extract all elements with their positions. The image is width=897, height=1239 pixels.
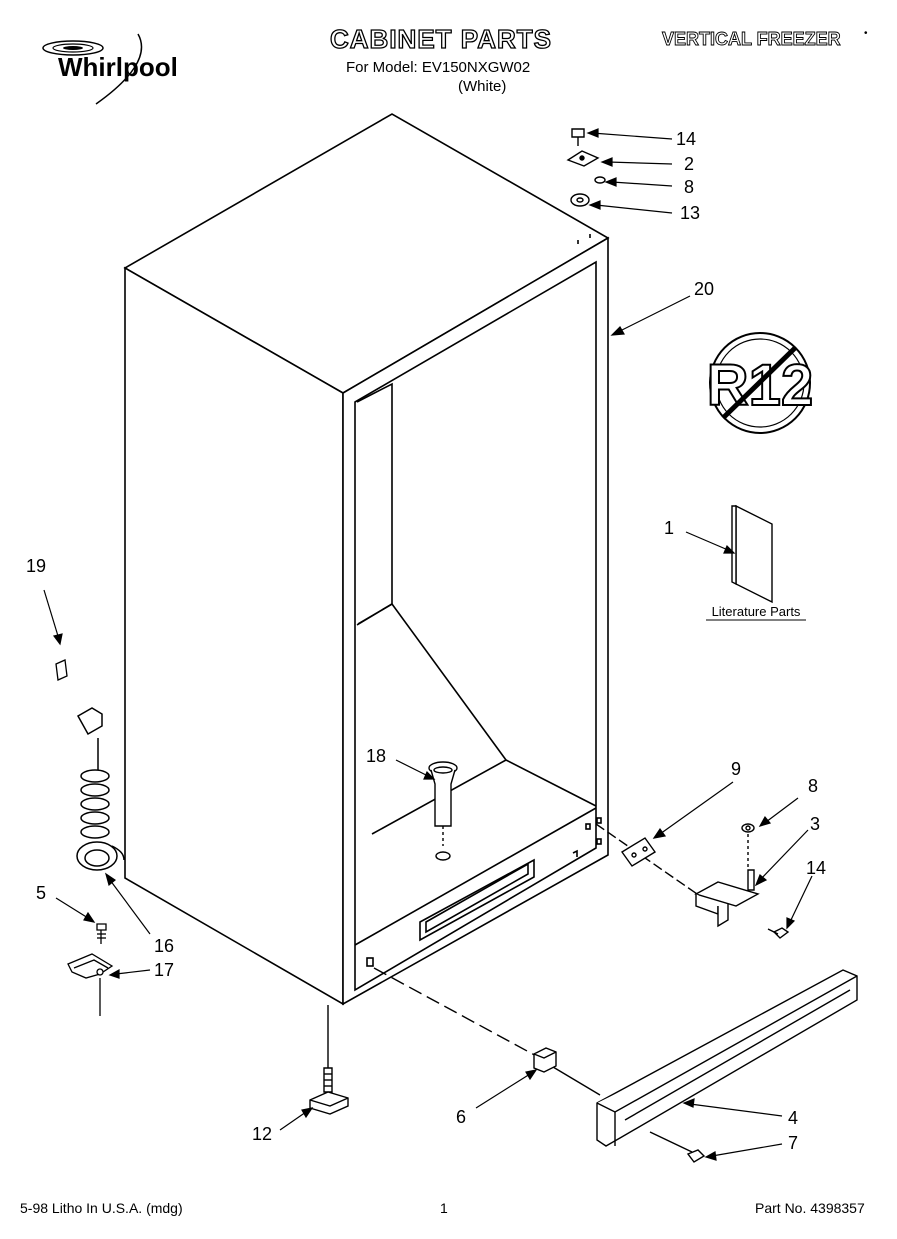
power-cord (76, 707, 125, 871)
cord-clamp-screw (96, 923, 107, 944)
callout-2: 2 (684, 154, 694, 174)
callout-17: 17 (154, 960, 174, 980)
callout-5: 5 (36, 883, 46, 903)
cord-clip (55, 659, 68, 681)
callout-7: 7 (788, 1133, 798, 1153)
literature-booklet (731, 504, 773, 604)
r12-symbol: R12 (706, 332, 814, 434)
part-number: Part No. 4398357 (755, 1200, 865, 1216)
callout-14-top: 14 (676, 129, 696, 149)
callout-6: 6 (456, 1107, 466, 1127)
callout-8-top: 8 (684, 177, 694, 197)
cord-clamp (67, 953, 114, 1016)
page-title: CABINET PARTS (329, 23, 552, 54)
leader-lines (43, 128, 813, 1161)
callout-16: 16 (154, 936, 174, 956)
literature-parts-label: Literature Parts (712, 604, 801, 619)
callout-18: 18 (366, 746, 386, 766)
callout-20: 20 (694, 279, 714, 299)
hinge-screw-top (571, 128, 585, 138)
litho-note: 5-98 Litho In U.S.A. (mdg) (20, 1200, 183, 1216)
callout-14-bottom: 14 (806, 858, 826, 878)
callout-9: 9 (731, 759, 741, 779)
toe-grille (373, 967, 858, 1163)
cabinet-body (123, 113, 610, 1006)
page-number: 1 (440, 1200, 448, 1216)
top-hinge-assembly (566, 128, 606, 207)
defrost-drain (428, 761, 458, 861)
hinge-shim-bottom (620, 837, 657, 867)
hinge-washer (594, 176, 606, 184)
callout-labels: 14 2 8 13 20 1 19 18 9 8 3 14 5 16 17 12… (26, 129, 826, 1153)
callout-1: 1 (664, 518, 674, 538)
leveling-leg (309, 1005, 349, 1115)
callout-13: 13 (680, 203, 700, 223)
svg-text:•: • (864, 28, 868, 39)
whirlpool-logo: Whirlpool (42, 33, 178, 105)
bottom-hinge (694, 881, 760, 907)
callout-3: 3 (810, 814, 820, 834)
model-color: (White) (458, 78, 507, 95)
callout-8-bottom: 8 (808, 776, 818, 796)
model-number: For Model: EV150NXGW02 (346, 59, 531, 76)
callout-19: 19 (26, 556, 46, 576)
grille-clip (533, 1047, 557, 1073)
brand-wordmark: Whirlpool (58, 52, 178, 82)
callout-12: 12 (252, 1124, 272, 1144)
grille-screw (686, 1149, 706, 1163)
product-category: VERTICAL FREEZER (662, 29, 842, 50)
hinge-screw-bottom (772, 927, 790, 939)
bottom-hinge-assembly (595, 823, 790, 939)
callout-4: 4 (788, 1108, 798, 1128)
